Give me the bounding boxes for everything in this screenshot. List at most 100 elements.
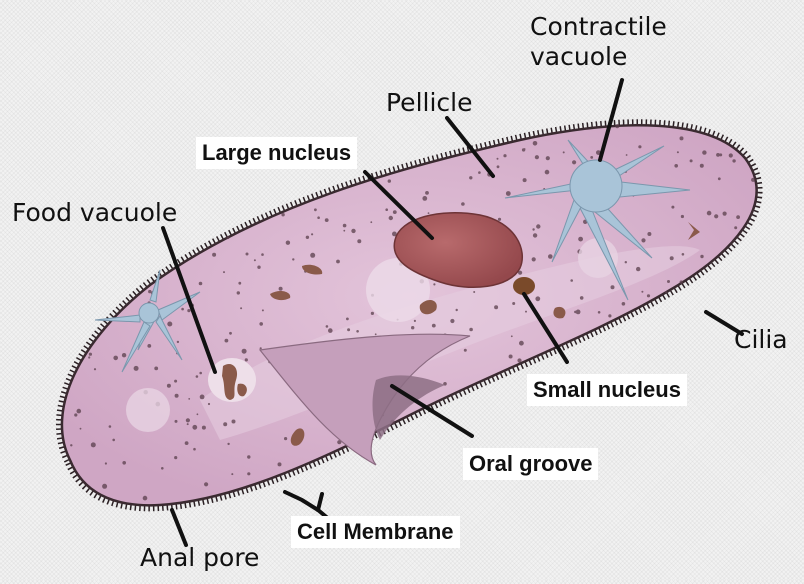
granule (212, 253, 216, 257)
granule (242, 349, 247, 354)
granule (232, 420, 236, 424)
granule (578, 237, 583, 242)
granule (535, 155, 539, 159)
label-cilia: Cilia (734, 325, 788, 354)
granule (356, 330, 359, 333)
granule (177, 341, 179, 343)
granule (532, 257, 536, 261)
granule (284, 437, 287, 440)
granule (647, 232, 651, 236)
granule (533, 141, 538, 146)
granule (680, 136, 684, 140)
granule (519, 341, 524, 346)
granule (680, 280, 683, 283)
granule (229, 332, 232, 335)
granule (187, 423, 189, 425)
granule (200, 395, 205, 400)
granule (456, 309, 458, 311)
granule (393, 210, 397, 214)
granule (167, 384, 171, 388)
granule (469, 328, 473, 332)
granule (208, 403, 210, 405)
granule (700, 255, 703, 258)
granule (343, 224, 347, 228)
granule (464, 349, 467, 352)
granule (626, 154, 628, 156)
granule (174, 380, 177, 383)
granule (175, 420, 178, 423)
label-small-nucleus: Small nucleus (527, 374, 687, 406)
granule (375, 333, 377, 335)
granule (611, 285, 615, 289)
granule (674, 164, 678, 168)
granule (548, 254, 553, 259)
granule (751, 178, 755, 182)
granule (461, 202, 465, 206)
granule (326, 325, 329, 328)
granule (311, 233, 313, 235)
granule (122, 353, 126, 357)
granule (227, 443, 229, 445)
granule (226, 236, 229, 239)
granule (167, 322, 172, 327)
label-oral-groove: Oral groove (463, 448, 598, 480)
granule (524, 148, 526, 150)
granule (371, 312, 374, 315)
granule (638, 145, 641, 148)
granule (497, 158, 499, 160)
granule (238, 282, 241, 285)
label-anal-pore: Anal pore (140, 543, 259, 572)
granule (734, 226, 737, 229)
granule (670, 256, 674, 260)
granule (261, 253, 264, 256)
granule (175, 394, 179, 398)
granule (535, 296, 540, 301)
granule (729, 153, 733, 157)
granule (667, 280, 670, 283)
granule (196, 375, 199, 378)
granule (70, 444, 72, 446)
granule (563, 151, 565, 153)
granule (385, 208, 388, 211)
granule (636, 267, 640, 271)
granule (336, 260, 340, 264)
granule (199, 282, 203, 286)
granule (187, 309, 190, 312)
granule (622, 302, 626, 306)
granule (546, 156, 550, 160)
granule (181, 308, 184, 311)
label-large-nucleus: Large nucleus (196, 137, 357, 169)
granule (351, 229, 355, 233)
granule (89, 353, 92, 356)
granule (641, 291, 643, 293)
granule (306, 236, 309, 239)
label-contractile-vacuole: Contractile vacuole (530, 12, 667, 72)
granule (134, 366, 139, 371)
granule (641, 238, 645, 242)
granule (247, 472, 250, 475)
granule (122, 461, 126, 465)
granule (260, 347, 262, 349)
granule (154, 367, 158, 371)
granule (185, 441, 189, 445)
granule (245, 358, 248, 361)
granule (473, 291, 475, 293)
granule (254, 259, 256, 261)
granule (545, 170, 550, 175)
granule (498, 218, 501, 221)
granule (281, 213, 284, 216)
granule (143, 496, 148, 501)
granule (223, 271, 225, 273)
granule (608, 314, 611, 317)
granule (317, 216, 320, 219)
granule (570, 279, 573, 282)
granule (346, 318, 349, 321)
granule (370, 221, 372, 223)
granule (204, 482, 208, 486)
granule (511, 335, 513, 337)
granule (328, 328, 333, 333)
granule (310, 253, 315, 258)
granule (343, 230, 345, 232)
granule (188, 398, 190, 400)
granule (533, 233, 537, 237)
